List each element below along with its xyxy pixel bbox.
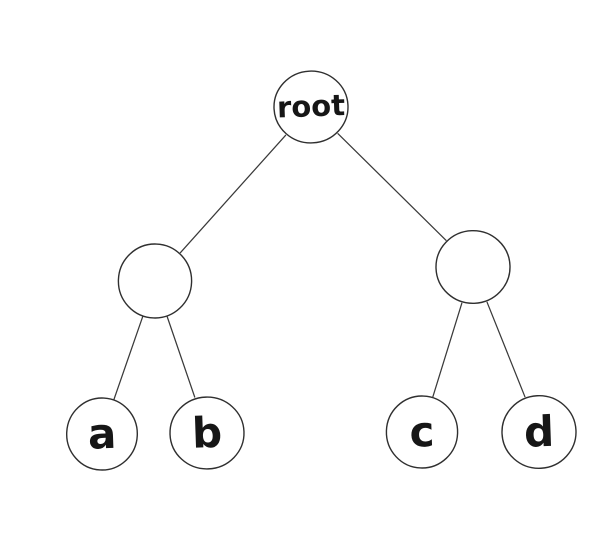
node-label-c: c bbox=[409, 407, 436, 457]
node-label-b: b bbox=[191, 408, 223, 458]
node-circle-a bbox=[65, 397, 139, 471]
node-root: root bbox=[273, 70, 349, 144]
node-c: c bbox=[385, 395, 459, 469]
node-a: a bbox=[65, 397, 139, 471]
node-circle-b bbox=[169, 396, 245, 470]
node-label-d: d bbox=[523, 407, 555, 457]
edge-right-internal-c bbox=[432, 302, 463, 398]
node-left-internal bbox=[117, 243, 193, 319]
node-right-internal bbox=[435, 229, 511, 305]
node-label-a: a bbox=[87, 409, 117, 459]
edge-right-internal-d bbox=[486, 301, 526, 398]
node-label-root: root bbox=[276, 88, 345, 124]
node-circle-right-internal bbox=[435, 229, 511, 305]
node-circle-d bbox=[501, 394, 577, 470]
node-circle-root bbox=[273, 70, 349, 144]
edge-root-left-internal bbox=[179, 134, 287, 254]
edge-left-internal-a bbox=[113, 316, 144, 400]
node-b: b bbox=[169, 396, 245, 470]
node-d: d bbox=[501, 394, 577, 470]
edge-left-internal-b bbox=[166, 316, 196, 398]
edge-root-right-internal bbox=[337, 133, 447, 241]
node-circle-left-internal bbox=[117, 243, 193, 319]
node-circle-c bbox=[385, 395, 459, 469]
